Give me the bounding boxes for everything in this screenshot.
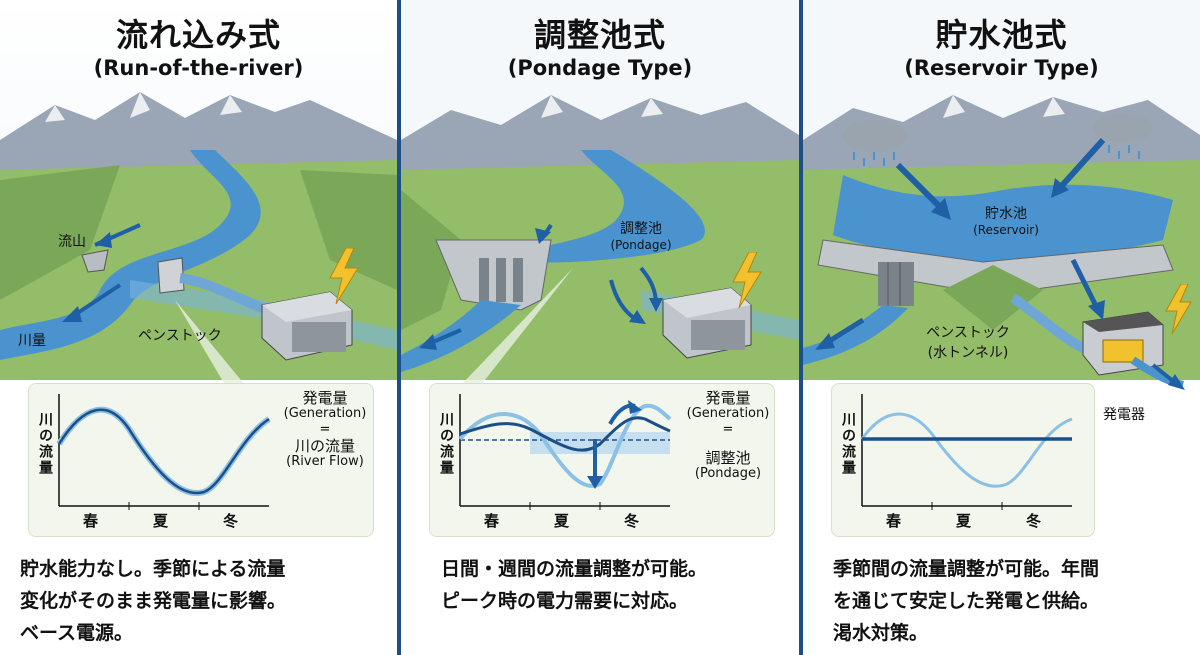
- flow-graph: 川の流量 春 夏 冬 発電量 (Generation) = 調整池 (Ponda…: [429, 383, 775, 537]
- penstock-label: ペンストック (水トンネル): [903, 322, 1033, 362]
- lightning-bolt-icon: [1165, 284, 1192, 334]
- annotation-pondage-en: (Pondage): [694, 466, 762, 481]
- penstock-label-jp: ペンストック: [926, 325, 1010, 341]
- panel-description: 貯水能力なし。季節による流量 変化がそのまま発電量に影響。 ベース電源。: [20, 553, 390, 649]
- intake-label: 流山: [58, 234, 86, 250]
- y-axis-label: 川の流量: [37, 412, 53, 476]
- annotation-generation-en: (Generation): [686, 406, 770, 421]
- generator-label: 発電器: [1103, 407, 1145, 423]
- description-line: ピーク時の電力需要に対応。: [441, 590, 689, 612]
- panel-title-jp: 調整池式: [533, 16, 666, 54]
- graph-axes: [860, 394, 1073, 510]
- annotation-river-flow-en: (River Flow): [286, 454, 364, 469]
- description-line: 季節間の流量調整が可能。年間: [833, 558, 1100, 580]
- flow-graph: 川の流量 春 夏 冬: [831, 383, 1095, 537]
- pondage-label-jp: 調整池: [620, 221, 662, 237]
- annotation-generation-jp: 発電量: [705, 389, 751, 407]
- lightning-bolt-icon: [732, 252, 762, 308]
- reservoir-landscape: [803, 0, 1200, 390]
- annotation-generation-jp: 発電量: [302, 389, 348, 407]
- panel-run-of-river: 流れ込み式 (Run-of-the-river) 流山 川量 ペンストック 川の…: [0, 0, 397, 655]
- panel-title-jp: 貯水池式: [935, 16, 1068, 54]
- season-spring: 春: [83, 512, 99, 530]
- annotation-equals: =: [722, 422, 734, 437]
- season-spring: 春: [484, 512, 500, 530]
- flow-graph: 川の流量 春 夏 冬 発電量 (Generation) = 川の流量 (Rive…: [28, 383, 374, 537]
- river-flow-curve: [860, 412, 1073, 488]
- season-winter: 冬: [1026, 512, 1042, 530]
- graph-axes: [458, 394, 672, 510]
- annotation-generation-en: (Generation): [283, 406, 367, 421]
- graph-annotation-pondage: 調整池 (Pondage): [682, 450, 774, 482]
- description-line: 変化がそのまま発電量に影響。: [20, 590, 287, 612]
- panel-description: 季節間の流量調整が可能。年間 を通じて安定した発電と供給。 渇水対策。: [833, 553, 1200, 649]
- annotation-pondage-jp: 調整池: [705, 449, 751, 467]
- panel-title-en: (Reservoir Type): [904, 56, 1099, 80]
- pondage-label: 調整池 (Pondage): [601, 218, 681, 252]
- penstock-label: ペンストック: [138, 328, 222, 344]
- y-axis-label: 川の流量: [840, 412, 856, 476]
- panel-divider: [397, 0, 401, 655]
- reservoir-label: 貯水池 (Reservoir): [961, 203, 1051, 237]
- season-spring: 春: [886, 512, 902, 530]
- description-line: 日間・週間の流量調整が可能。: [441, 558, 708, 580]
- panel-pondage: 調整池式 (Pondage Type) 調整池 (Pondage) 川の流量 春…: [401, 0, 799, 655]
- season-summer: 夏: [554, 512, 570, 530]
- season-winter: 冬: [223, 512, 239, 530]
- season-summer: 夏: [956, 512, 972, 530]
- panel-divider: [799, 0, 803, 655]
- season-winter: 冬: [624, 512, 640, 530]
- panel-title-jp: 流れ込み式: [115, 16, 281, 54]
- y-axis-label: 川の流量: [438, 412, 454, 476]
- panel-title-en: (Pondage Type): [507, 56, 693, 80]
- pondage-landscape: [401, 0, 799, 385]
- description-line: を通じて安定した発電と供給。: [833, 590, 1100, 612]
- reservoir-label-jp: 貯水池: [985, 206, 1027, 222]
- graph-annotation: 発電量 (Generation) = 川の流量 (River Flow): [277, 390, 373, 470]
- annotation-equals: =: [319, 422, 331, 437]
- panel-reservoir: 貯水池式 (Reservoir Type) 貯水池 (Reservoir) ペン…: [803, 0, 1200, 655]
- lightning-bolt-icon: [329, 248, 359, 304]
- panel-description: 日間・週間の流量調整が可能。 ピーク時の電力需要に対応。: [441, 553, 799, 617]
- reservoir-label-en: (Reservoir): [973, 223, 1039, 237]
- season-summer: 夏: [153, 512, 169, 530]
- tunnel-label: (水トンネル): [927, 345, 1009, 361]
- description-line: 渇水対策。: [833, 622, 929, 644]
- panel-title-en: (Run-of-the-river): [93, 56, 304, 80]
- river-flow-curve: [57, 408, 270, 495]
- pondage-label-en: (Pondage): [610, 238, 672, 252]
- run-of-river-landscape: [0, 0, 397, 385]
- graph-annotation-generation: 発電量 (Generation) =: [682, 390, 774, 438]
- description-line: 貯水能力なし。季節による流量: [20, 558, 286, 580]
- river-label: 川量: [18, 333, 46, 349]
- description-line: ベース電源。: [20, 622, 134, 644]
- annotation-river-flow-jp: 川の流量: [294, 437, 355, 455]
- graph-axes: [56, 394, 271, 510]
